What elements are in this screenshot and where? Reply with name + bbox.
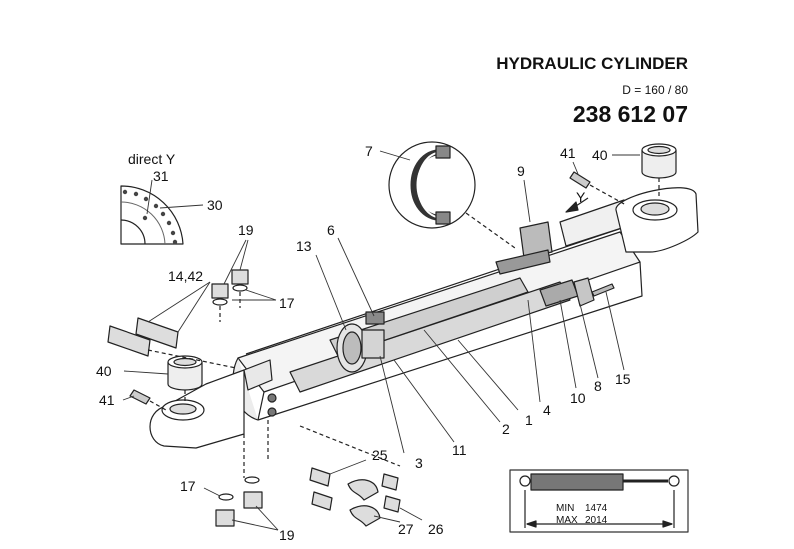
drawing-title: HYDRAULIC CYLINDER [496, 54, 688, 73]
fittings-14-42 [107, 317, 237, 369]
callout-40-left: 40 [96, 363, 112, 379]
stroke-max-value: 2014 [585, 515, 608, 526]
callout-31: 31 [153, 168, 169, 184]
callout-17-top: 17 [279, 295, 295, 311]
callout-15: 15 [615, 371, 631, 387]
stroke-schematic [509, 469, 689, 533]
callout-9: 9 [517, 163, 525, 179]
callout-2: 2 [502, 421, 510, 437]
callout-19-top: 19 [238, 222, 254, 238]
view-arrow-label: Y [576, 189, 586, 205]
callout-10: 10 [570, 390, 586, 406]
callout-8: 8 [594, 378, 602, 394]
callout-7: 7 [365, 143, 373, 159]
callout-13: 13 [296, 238, 312, 254]
callout-26: 26 [428, 521, 444, 537]
callout-17-bottom: 17 [180, 478, 196, 494]
stroke-min-value: 1474 [585, 503, 608, 514]
callout-19-bottom: 19 [279, 527, 295, 543]
callout-4: 4 [543, 402, 551, 418]
detail-view-label: direct Y [128, 151, 176, 167]
detail-view-y [120, 185, 184, 245]
callout-25: 25 [372, 447, 388, 463]
bolt-15 [591, 283, 615, 297]
part-number: 238 612 07 [572, 101, 688, 127]
callout-6: 6 [327, 222, 335, 238]
stroke-min-label: MIN [556, 503, 575, 514]
bush-left [167, 355, 203, 402]
callout-41-left: 41 [99, 392, 115, 408]
callout-14-42: 14,42 [168, 268, 204, 284]
cylinder-dimension: D = 160 / 80 [622, 83, 688, 97]
callout-41-top: 41 [560, 145, 576, 161]
grease-nipple-top [569, 171, 627, 206]
callout-30: 30 [207, 197, 223, 213]
seal-detail [388, 141, 516, 249]
callout-1: 1 [525, 412, 533, 428]
leader-lines [122, 150, 640, 531]
bottom-fittings [215, 420, 401, 527]
plugs-top [211, 269, 249, 322]
stroke-max-label: MAX [556, 515, 578, 526]
view-arrow-y [565, 197, 589, 213]
callout-40-top: 40 [592, 147, 608, 163]
callout-3: 3 [415, 455, 423, 471]
callout-27: 27 [398, 521, 414, 537]
grease-nipple-left [129, 389, 167, 411]
callout-11: 11 [452, 442, 467, 458]
bush-top [641, 143, 677, 198]
